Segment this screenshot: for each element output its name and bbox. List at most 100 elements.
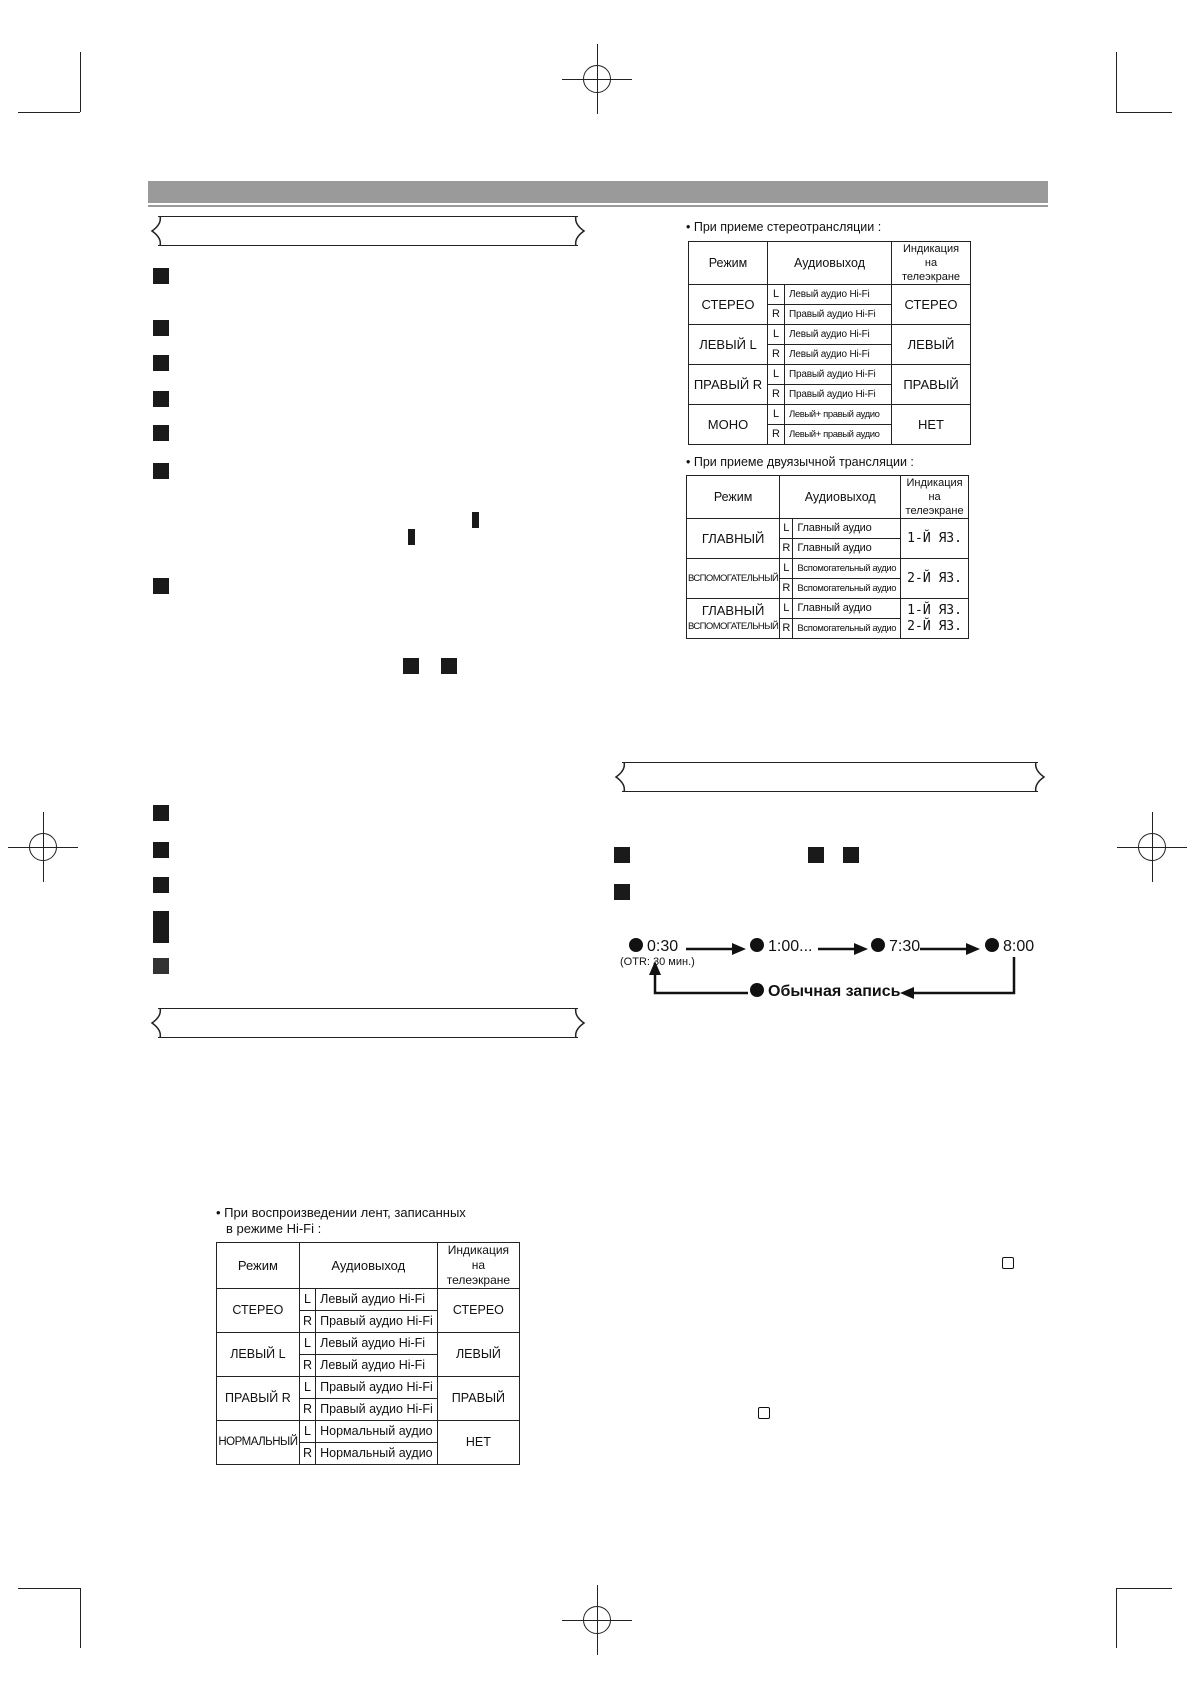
inline-marker <box>408 529 415 545</box>
otr-step-label: 0:30 <box>647 938 679 955</box>
channel-r: R <box>298 1398 317 1421</box>
channel-l: L <box>767 324 785 345</box>
header-band <box>148 181 1048 203</box>
step-marker <box>153 578 169 594</box>
channel-r: R <box>779 538 794 559</box>
registration-mark <box>562 44 632 114</box>
bullet-dot-icon <box>750 983 764 997</box>
indication-cell: СТЕРЕО <box>436 1288 521 1333</box>
crop-mark <box>80 1588 81 1648</box>
otr-note: (OTR: 30 мин.) <box>620 956 695 968</box>
otr-step-2: 1:00... <box>750 938 812 956</box>
table-row: ЛЕВЫЙ L L Левый аудио Hi-Fi ЛЕВЫЙ <box>688 324 971 365</box>
channel-l: L <box>767 364 785 385</box>
table-header-row: Режим Аудиовыход Индикация на телеэкране <box>688 241 971 285</box>
header-audio-out: Аудиовыход <box>767 241 892 285</box>
channel-r: R <box>298 1354 317 1377</box>
channel-r: R <box>767 304 785 325</box>
registration-mark <box>8 812 78 882</box>
mode-cell: СТЕРЕО <box>688 284 768 325</box>
audio-cell: Правый аудио Hi-Fi <box>784 304 892 325</box>
step-marker <box>153 425 169 441</box>
channel-r: R <box>779 618 794 639</box>
crop-mark <box>18 112 80 113</box>
registration-mark <box>1117 812 1187 882</box>
table-row: R Левый аудио Hi-Fi <box>689 344 971 365</box>
table-header-row: Режим Аудиовыход Индикация на телеэкране <box>216 1242 521 1289</box>
table-row: НОРМАЛЬНЫЙ L Нормальный аудио НЕТ <box>216 1420 521 1465</box>
inline-marker <box>403 658 419 674</box>
channel-l: L <box>779 558 794 579</box>
otr-return-text: Обычная запись <box>768 983 901 1000</box>
table-row: R Главный аудио <box>687 538 969 559</box>
otr-return-label: Обычная запись <box>750 983 901 1001</box>
mode-sub: ВСПОМОГАТЕЛЬНЫЙ <box>688 620 779 632</box>
audio-cell: Нормальный аудио <box>315 1442 438 1465</box>
audio-cell: Правый аудио Hi-Fi <box>784 364 892 385</box>
clock-icon <box>1002 1257 1014 1269</box>
audio-cell: Правый аудио Hi-Fi <box>784 384 892 405</box>
mode-cell: ЛЕВЫЙ L <box>216 1332 300 1377</box>
table-row: ГЛАВНЫЙ L Главный аудио 1-Й ЯЗ. <box>685 518 969 559</box>
section-banner <box>612 762 1048 792</box>
otr-step-3: 7:30 <box>871 938 920 956</box>
step-marker <box>614 884 630 900</box>
crop-mark <box>1116 1588 1172 1589</box>
section-banner <box>148 216 588 246</box>
channel-r: R <box>298 1310 317 1333</box>
table-row: СТЕРЕО L Левый аудио Hi-Fi СТЕРЕО <box>216 1288 521 1333</box>
header-indication: Индикация на телеэкране <box>436 1242 521 1289</box>
channel-l: L <box>298 1332 317 1355</box>
inline-marker <box>808 847 824 863</box>
stereo-table-caption: • При приеме стереотрансляции : <box>686 220 882 234</box>
step-marker <box>153 355 169 371</box>
indication-cell: НЕТ <box>436 1420 521 1465</box>
bullet-dot-icon <box>985 938 999 952</box>
audio-cell: Левый+ правый аудио <box>784 404 892 425</box>
indication-cell: 2-Й ЯЗ. <box>900 558 969 599</box>
channel-l: L <box>298 1420 317 1443</box>
bilingual-table: Режим Аудиовыход Индикация на телеэкране… <box>685 475 969 639</box>
table-row: МОНО L Левый+ правый аудио НЕТ <box>688 404 971 445</box>
audio-cell: Левый аудио Hi-Fi <box>315 1354 438 1377</box>
step-marker <box>614 847 630 863</box>
registration-mark <box>562 1585 632 1655</box>
table-row: ПРАВЫЙ R L Правый аудио Hi-Fi ПРАВЫЙ <box>688 364 971 405</box>
bullet-dot-icon <box>629 938 643 952</box>
table-row: R Левый+ правый аудио <box>689 424 971 445</box>
otr-step-label: 1:00... <box>768 938 813 955</box>
crop-mark <box>1116 52 1117 112</box>
audio-cell: Левый аудио Hi-Fi <box>784 324 892 345</box>
indication-cell: НЕТ <box>891 404 971 445</box>
step-marker <box>153 842 169 858</box>
indication-cell: ЛЕВЫЙ <box>436 1332 521 1377</box>
audio-cell: Вспомогательный аудио <box>792 558 902 579</box>
channel-r: R <box>298 1442 317 1465</box>
mode-main: ГЛАВНЫЙ <box>701 602 765 618</box>
channel-r: R <box>767 424 785 445</box>
table-row: ВСПОМОГАТЕЛЬНЫЙ L Вспомогательный аудио … <box>685 558 969 599</box>
hifi-table-caption-2: в режиме Hi-Fi : <box>226 1221 322 1236</box>
table-header-row: Режим Аудиовыход Индикация на телеэкране <box>685 475 969 519</box>
table-row: ПРАВЫЙ R L Правый аудио Hi-Fi ПРАВЫЙ <box>216 1376 521 1421</box>
otr-flow-arrows <box>649 943 1016 999</box>
crop-mark <box>1116 1588 1117 1648</box>
channel-l: L <box>298 1376 317 1399</box>
mode-cell: ГЛАВНЫЙ ВСПОМОГАТЕЛЬНЫЙ <box>685 598 781 639</box>
otr-step-4: 8:00 <box>985 938 1034 956</box>
mode-cell: ПРАВЫЙ R <box>688 364 768 405</box>
step-marker <box>153 463 169 479</box>
audio-cell: Вспомогательный аудио <box>792 618 902 639</box>
channel-l: L <box>298 1288 317 1311</box>
mode-cell: СТЕРЕО <box>216 1288 300 1333</box>
audio-cell: Главный аудио <box>792 518 902 539</box>
step-marker <box>153 911 169 927</box>
bilingual-table-caption: • При приеме двуязычной трансляции : <box>686 455 914 469</box>
channel-l: L <box>779 518 794 539</box>
table-row: R Правый аудио Hi-Fi <box>217 1398 520 1421</box>
table-row: ЛЕВЫЙ L L Левый аудио Hi-Fi ЛЕВЫЙ <box>216 1332 521 1377</box>
header-mode: Режим <box>216 1242 300 1289</box>
crop-mark <box>18 1588 80 1589</box>
bullet-dot-icon <box>750 938 764 952</box>
channel-r: R <box>779 578 794 599</box>
